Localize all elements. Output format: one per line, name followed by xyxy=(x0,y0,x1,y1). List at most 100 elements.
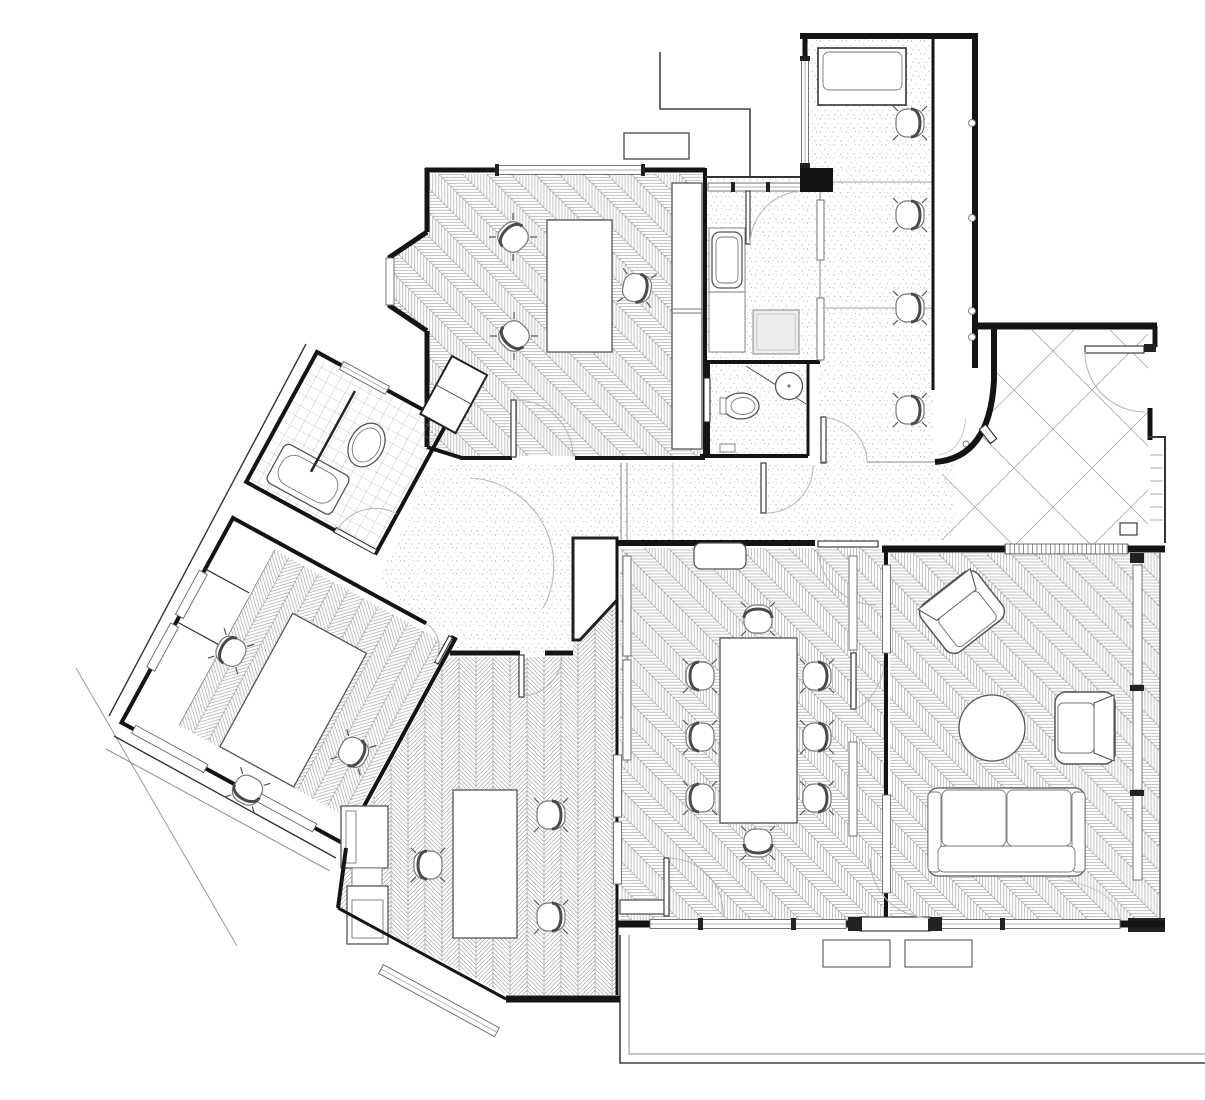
table xyxy=(546,219,613,353)
bay-window xyxy=(385,257,395,306)
facade-anchor-circle xyxy=(968,307,976,315)
glazing-post xyxy=(800,163,810,168)
door-swing xyxy=(825,417,868,463)
door-leaf xyxy=(518,654,525,698)
kitchen-sink-inner xyxy=(715,236,739,284)
credenza xyxy=(693,542,747,570)
neighbour-box xyxy=(623,132,690,160)
entrance-door-leaf xyxy=(1084,345,1145,354)
facade-anchor-circle xyxy=(968,119,976,127)
door-leaf xyxy=(745,190,751,245)
door-leaf xyxy=(703,377,711,423)
door-leaf xyxy=(760,462,767,514)
facade-anchor-circle xyxy=(962,440,970,448)
door-leaf xyxy=(333,526,378,555)
coffee-table xyxy=(958,694,1026,762)
conference-table xyxy=(719,637,798,824)
cabinet-inner xyxy=(345,810,357,864)
neighbour-outline xyxy=(659,52,751,176)
window-post xyxy=(791,918,796,930)
sofa-back xyxy=(937,845,1076,873)
sofa xyxy=(927,787,1086,877)
entry-floor-box xyxy=(1119,522,1138,536)
facade-anchor-circle xyxy=(968,214,976,222)
toilet-tank xyxy=(719,397,727,415)
entrance-door-swing xyxy=(1084,351,1146,413)
glazing-post xyxy=(800,56,810,61)
terrace-outline-outer xyxy=(619,935,1205,1064)
door-swing xyxy=(869,857,931,919)
bay-divider xyxy=(204,568,250,594)
door-swing xyxy=(765,464,814,514)
room-office-nw xyxy=(385,164,707,460)
waiting-hall-floor xyxy=(806,38,933,463)
glass-panel xyxy=(882,794,891,894)
mat-alcove xyxy=(1148,436,1166,543)
glass-panel xyxy=(816,199,825,261)
door-leaf xyxy=(817,540,879,548)
bathroom-closet xyxy=(419,354,489,435)
glass-panel xyxy=(613,821,622,885)
french-door xyxy=(859,916,931,932)
window-post xyxy=(641,164,645,176)
window-post xyxy=(1130,553,1144,563)
door-swing xyxy=(425,622,440,661)
bay-divider xyxy=(176,621,221,647)
window-band xyxy=(1132,689,1143,791)
room-office-south xyxy=(336,538,622,1038)
wardrobe xyxy=(671,182,703,450)
window-post xyxy=(1000,918,1005,930)
angled-facade xyxy=(337,906,507,1001)
glass-panel xyxy=(848,555,858,651)
glass-panel xyxy=(622,555,632,657)
window-post xyxy=(1130,790,1144,796)
room-kitchenette xyxy=(705,176,825,364)
shower-tray-inner xyxy=(756,313,796,351)
door-leaf xyxy=(663,857,670,917)
door-gap xyxy=(424,620,453,640)
facade-anchor-circle xyxy=(968,333,976,341)
toilet-bowl xyxy=(730,397,756,415)
door-hinge-block xyxy=(1144,344,1156,352)
reception-desk-top xyxy=(822,51,903,91)
armchair xyxy=(1054,691,1116,765)
window-band xyxy=(130,724,209,774)
sofa-cushion xyxy=(941,789,1007,847)
angled-window xyxy=(377,963,500,1038)
table xyxy=(219,612,368,788)
wing-facade-offset-nw xyxy=(108,343,307,717)
door-post xyxy=(848,917,862,931)
door-leaf xyxy=(433,635,454,665)
transom-window-band xyxy=(1004,543,1129,555)
shower-tray xyxy=(752,309,800,355)
bathroom-door-swing xyxy=(469,477,555,609)
corridor-and-lobby xyxy=(450,462,815,698)
glass-panel xyxy=(613,754,622,818)
glass-panel xyxy=(882,564,891,654)
room-wc xyxy=(700,362,810,458)
site-boundary-line xyxy=(75,667,238,947)
room-waiting-hall xyxy=(800,33,978,464)
window-post xyxy=(495,164,499,176)
terrace-door-swing xyxy=(1057,879,1121,919)
wc-shelf xyxy=(719,443,736,453)
planter-box xyxy=(822,939,891,968)
curved-wall xyxy=(934,327,997,465)
door-leaf xyxy=(850,652,857,710)
curve-door xyxy=(978,423,998,445)
window-band xyxy=(146,622,180,672)
office-south-west-wall xyxy=(336,847,348,909)
wing-facade-offset-sw2 xyxy=(105,748,331,872)
room-lounge xyxy=(848,543,1165,932)
glass-panel xyxy=(816,297,825,361)
planter-box xyxy=(904,939,973,968)
door-leaf xyxy=(510,399,517,458)
door-mat xyxy=(1150,454,1163,521)
window-band xyxy=(1132,794,1143,881)
window-post xyxy=(731,182,735,192)
door-swing xyxy=(668,857,724,917)
lobby-floor xyxy=(378,463,573,653)
window-midline xyxy=(341,365,388,391)
glass-panel xyxy=(848,741,858,837)
